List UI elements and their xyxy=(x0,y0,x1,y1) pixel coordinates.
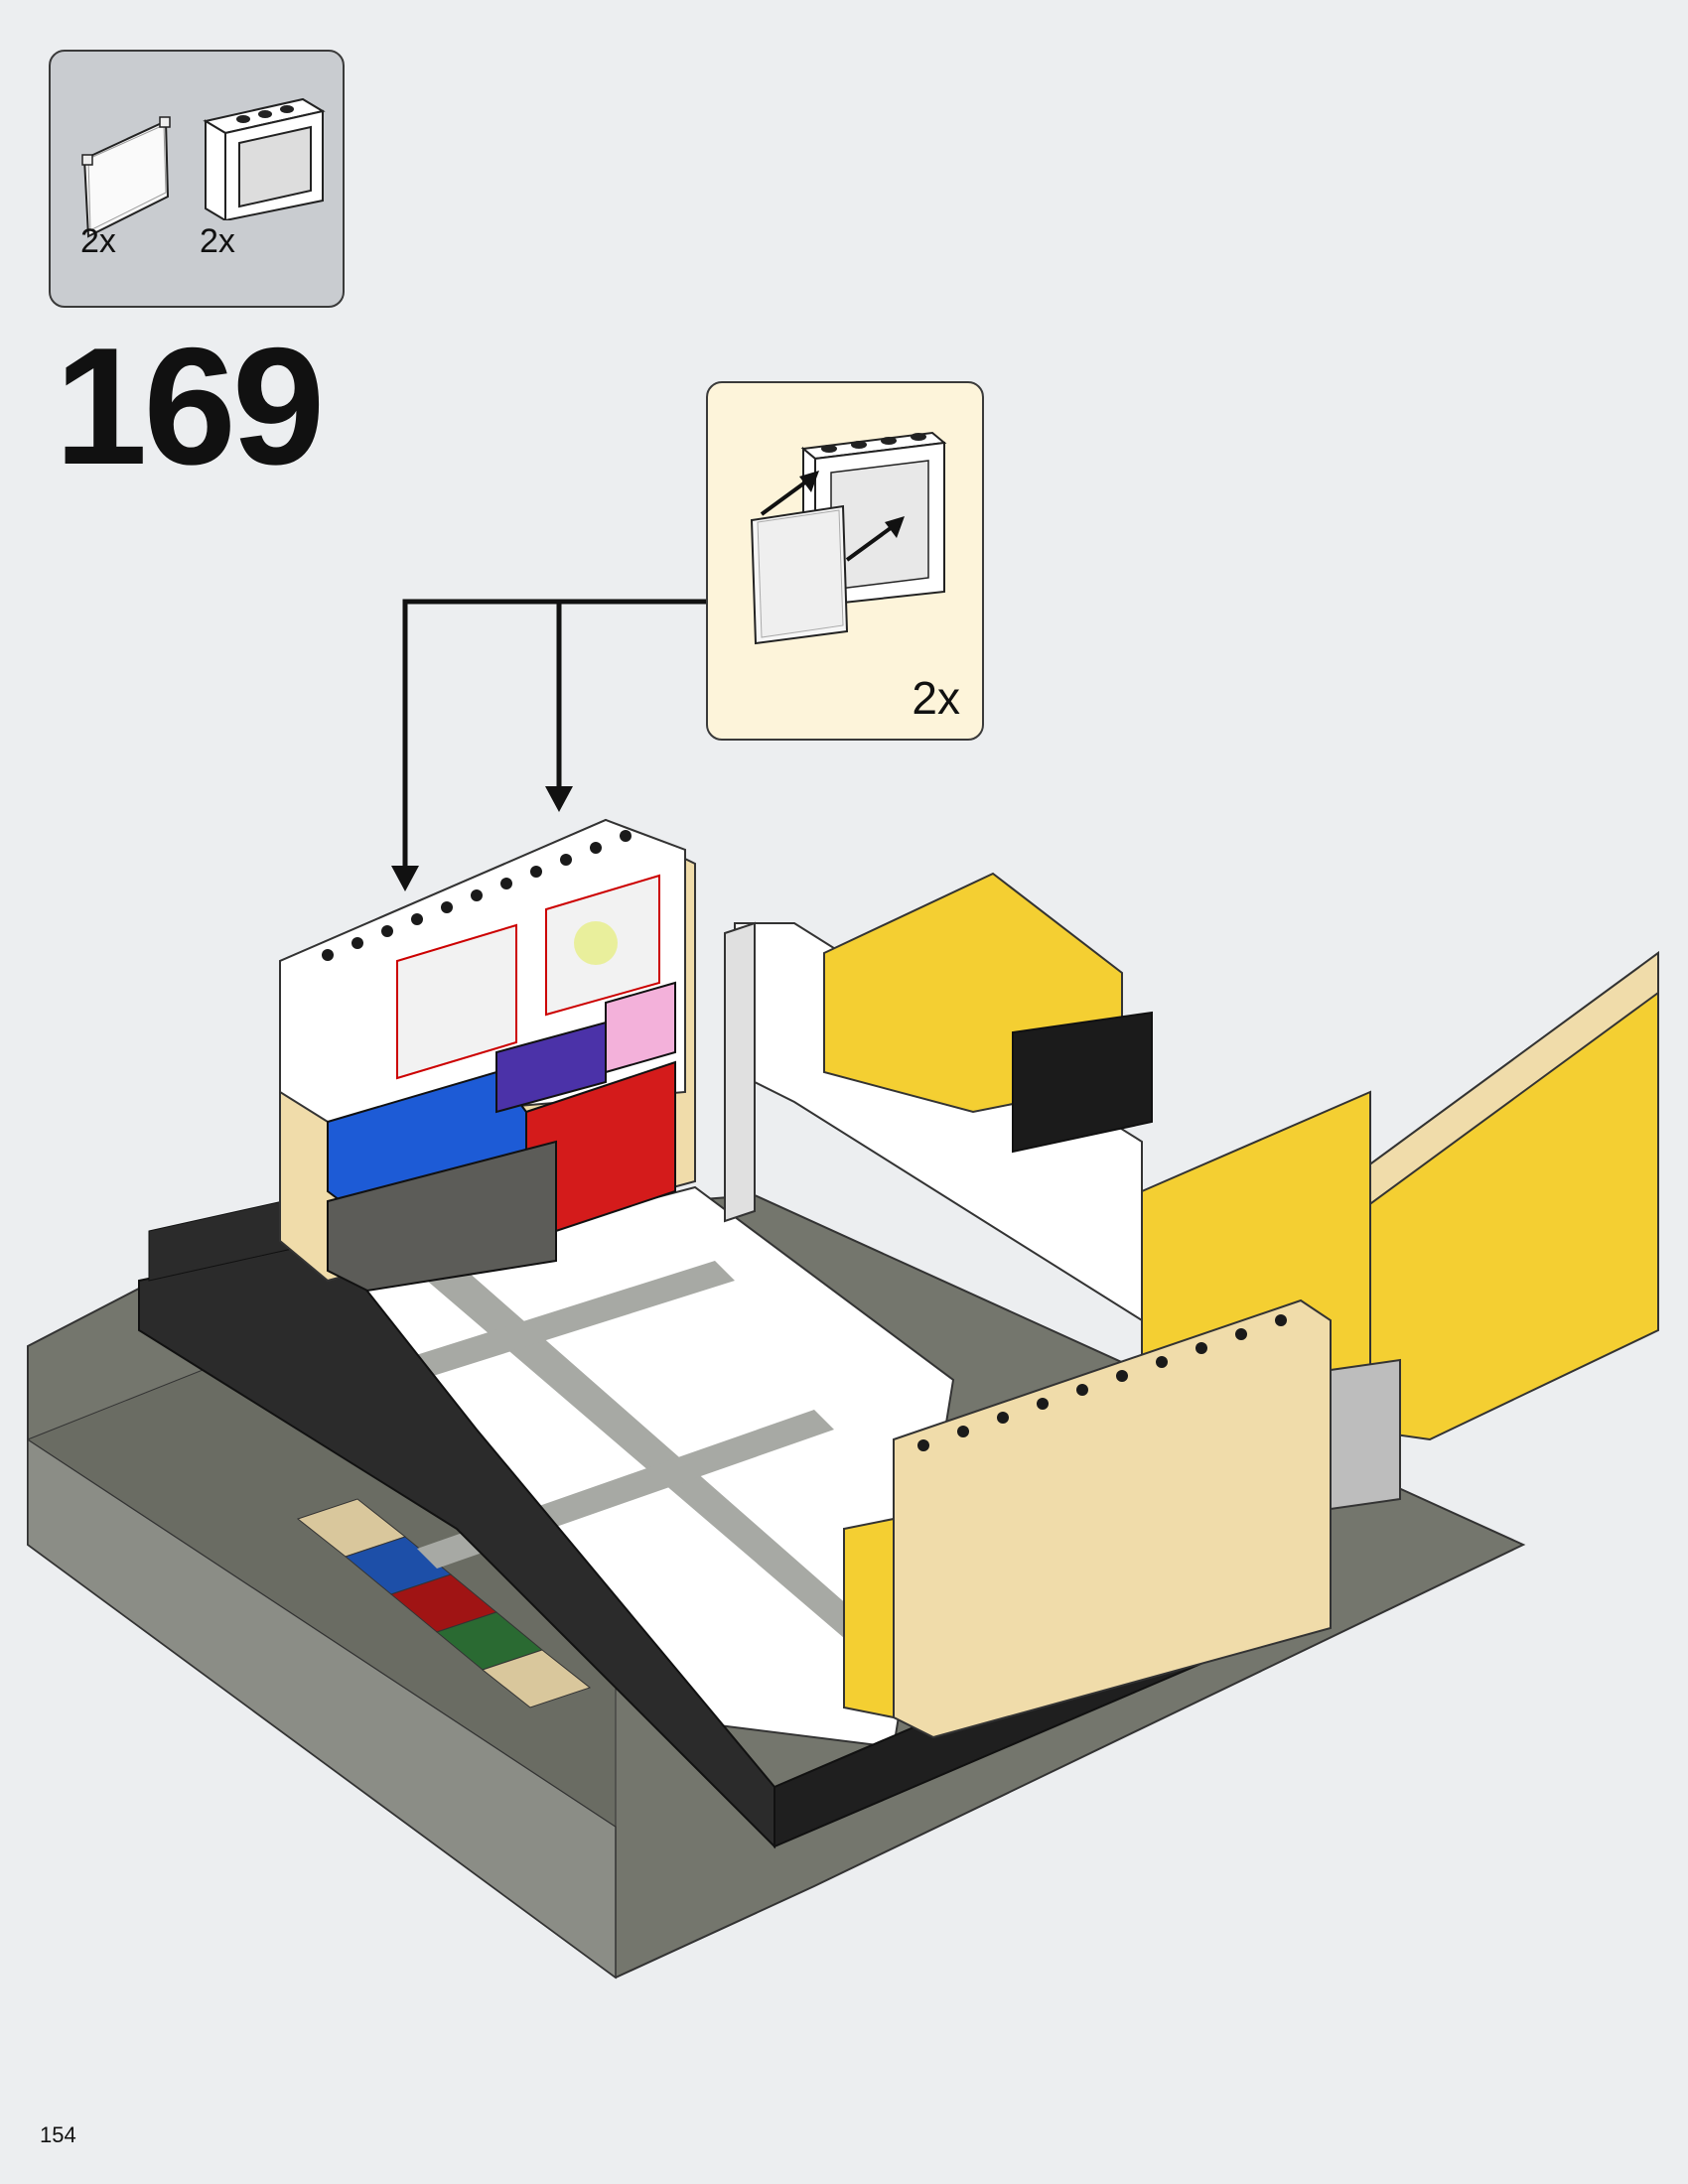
subassembly-callout: 2x xyxy=(706,381,984,741)
window-frame-icon xyxy=(203,97,326,220)
parts-qty-frame: 2x xyxy=(200,222,235,260)
callout-quantity: 2x xyxy=(912,672,960,724)
parts-qty-glass: 2x xyxy=(80,222,116,260)
placement-arrows xyxy=(402,599,706,870)
window-glass-icon xyxy=(81,116,171,238)
window-assembly-icon xyxy=(750,431,947,645)
page-number: 154 xyxy=(40,2122,76,2147)
parts-list-box: 2x 2x xyxy=(49,50,345,308)
step-number: 169 xyxy=(55,313,325,499)
studs xyxy=(322,830,1287,1451)
front-tan-wall xyxy=(843,1298,1332,1739)
